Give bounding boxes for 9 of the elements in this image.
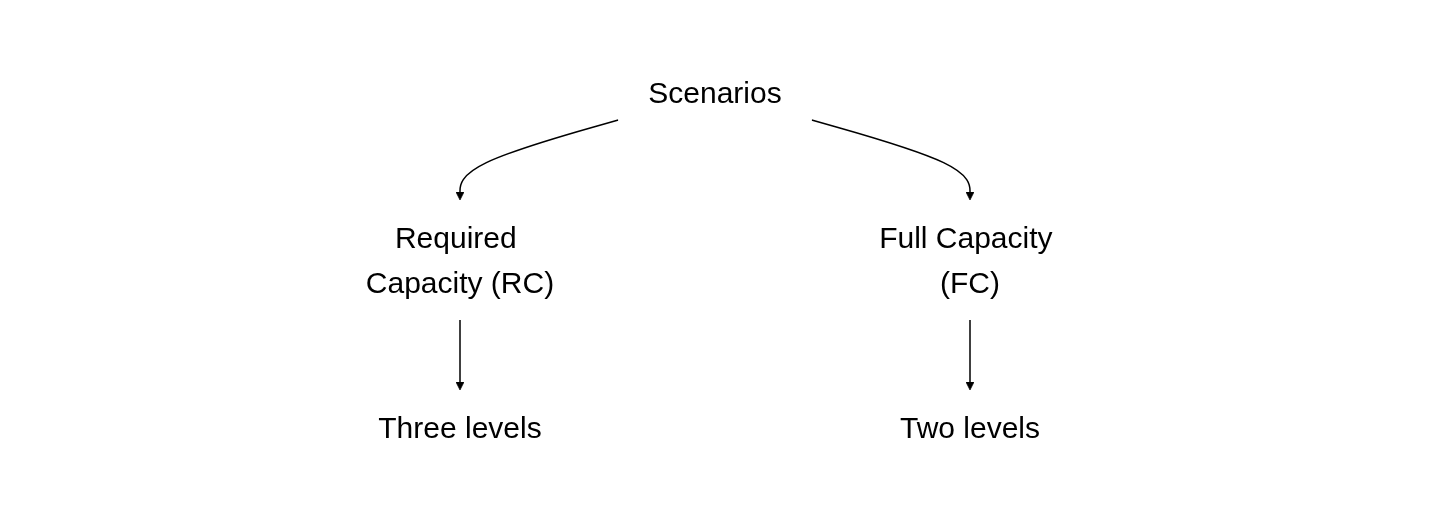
node-text: Required Capacity (RC) (365, 220, 554, 299)
arrow (965, 318, 974, 390)
node-text: Scenarios (647, 75, 782, 109)
arrow (455, 118, 619, 200)
arrow (455, 318, 464, 390)
arrow (810, 118, 974, 200)
node-text: Three levels (377, 410, 542, 444)
node-text: Two levels (899, 410, 1040, 444)
node-text: Full Capacity (FC) (878, 220, 1053, 299)
